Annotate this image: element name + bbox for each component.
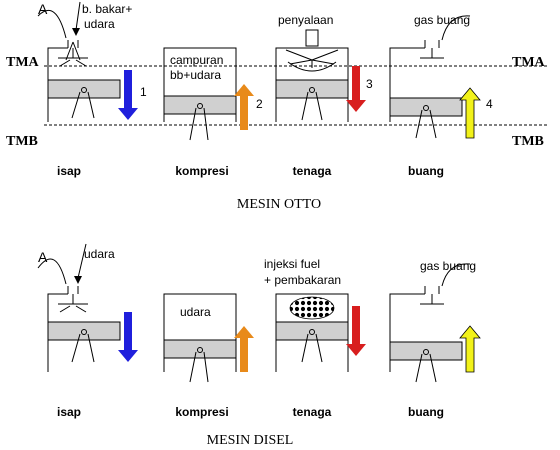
disel-isap-flow-arrow	[77, 243, 87, 279]
otto-title: MESIN OTTO	[237, 197, 321, 212]
otto-isap-annotation-2: udara	[84, 17, 115, 31]
otto-isap-flow-arrow	[75, 1, 81, 31]
otto-kompresi-label: kompresi	[175, 164, 228, 178]
otto-buang-annotation: gas buang	[414, 13, 470, 27]
otto-buang-up-arrow	[459, 87, 481, 139]
disel-tenaga-down-arrow	[346, 306, 366, 356]
otto-isap-cylinder	[47, 40, 121, 122]
otto-letter-a: A	[38, 1, 48, 17]
otto-isap-piston	[47, 79, 121, 99]
disel-buang-annotation: gas buang	[420, 259, 476, 273]
otto-kompresi-cylinder	[163, 47, 237, 141]
arrowhead-icon	[74, 276, 82, 284]
otto-tenaga-piston	[275, 79, 349, 99]
fuel-spray-icon	[289, 296, 335, 320]
tma-label-right: TMA	[512, 55, 546, 70]
disel-letter-a: A	[38, 249, 48, 265]
otto-buang-cylinder	[389, 40, 463, 139]
disel-title: MESIN DISEL	[207, 433, 294, 448]
otto-isap-annotation-1: b. bakar+	[82, 2, 132, 16]
disel-kompresi-label: kompresi	[175, 405, 228, 419]
otto-tenaga-number: 3	[366, 77, 373, 91]
exhaust-pipe-icon	[441, 263, 471, 287]
otto-tenaga-label: tenaga	[293, 164, 332, 178]
intake-pipe-icon	[37, 258, 67, 285]
disel-buang-piston	[389, 341, 463, 361]
disel-tenaga-annotation-2: + pembakaran	[264, 273, 341, 287]
disel-kompresi-annotation: udara	[180, 305, 211, 319]
otto-kompresi-up-arrow	[234, 84, 254, 130]
disel-isap-label: isap	[57, 405, 81, 419]
disel-tenaga-annotation-1: injeksi fuel	[264, 257, 320, 271]
otto-buang-number: 4	[486, 97, 493, 111]
otto-isap-down-arrow	[118, 70, 138, 120]
otto-buang-label: buang	[408, 164, 444, 178]
otto-tenaga-annotation: penyalaan	[278, 13, 333, 27]
disel-kompresi-cylinder	[163, 293, 237, 383]
tma-label-left: TMA	[6, 55, 40, 70]
disel-isap-piston	[47, 321, 121, 341]
otto-kompresi-number: 2	[256, 97, 263, 111]
disel-tenaga-cylinder	[275, 293, 349, 372]
disel-tenaga-piston	[275, 321, 349, 341]
otto-buang-piston	[389, 97, 463, 117]
spark-icon	[285, 49, 339, 68]
tmb-label-left: TMB	[6, 134, 38, 149]
otto-kompresi-annotation-2: bb+udara	[170, 68, 221, 82]
otto-tenaga-cylinder	[275, 29, 349, 122]
disel-buang-up-arrow	[459, 325, 481, 373]
arrowhead-icon	[72, 28, 80, 36]
tmb-label-right: TMB	[512, 134, 544, 149]
disel-isap-down-arrow	[118, 312, 138, 362]
disel-buang-cylinder	[389, 286, 463, 383]
exhaust-pipe-icon	[441, 15, 471, 41]
otto-kompresi-annotation-1: campuran	[170, 53, 223, 67]
otto-tenaga-down-arrow	[346, 66, 366, 112]
disel-kompresi-up-arrow	[234, 326, 254, 372]
disel-buang-label: buang	[408, 405, 444, 419]
disel-tenaga-label: tenaga	[293, 405, 332, 419]
otto-kompresi-piston	[163, 95, 237, 115]
intake-pipe-icon	[37, 10, 67, 39]
disel-isap-annotation: udara	[84, 247, 115, 261]
otto-isap-label: isap	[57, 164, 81, 178]
otto-isap-number: 1	[140, 85, 147, 99]
disel-kompresi-piston	[163, 339, 237, 359]
disel-isap-cylinder	[47, 286, 121, 372]
